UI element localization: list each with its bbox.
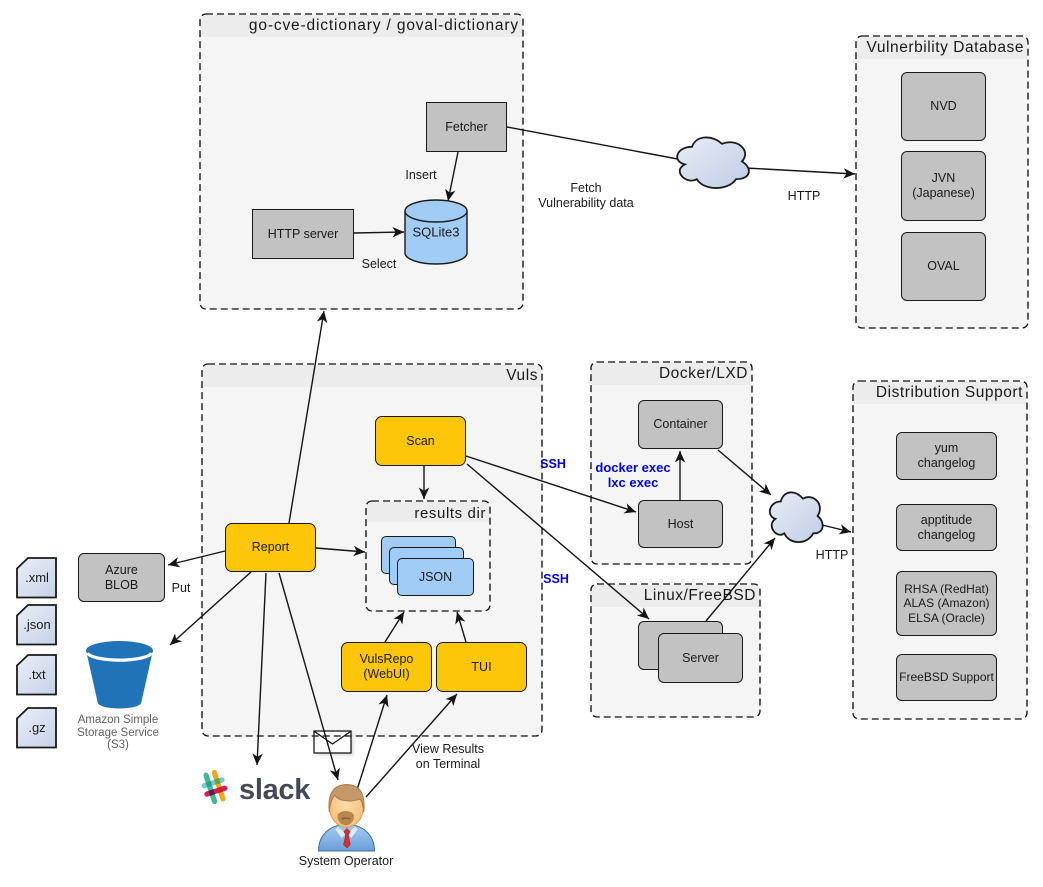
svg-text:slack: slack: [239, 774, 311, 806]
svg-text:.txt: .txt: [28, 667, 46, 682]
svg-text:SQLite3: SQLite3: [413, 225, 460, 240]
svg-text:.xml: .xml: [25, 570, 49, 585]
svg-text:.gz: .gz: [28, 720, 45, 735]
svg-text:.json: .json: [23, 617, 50, 632]
